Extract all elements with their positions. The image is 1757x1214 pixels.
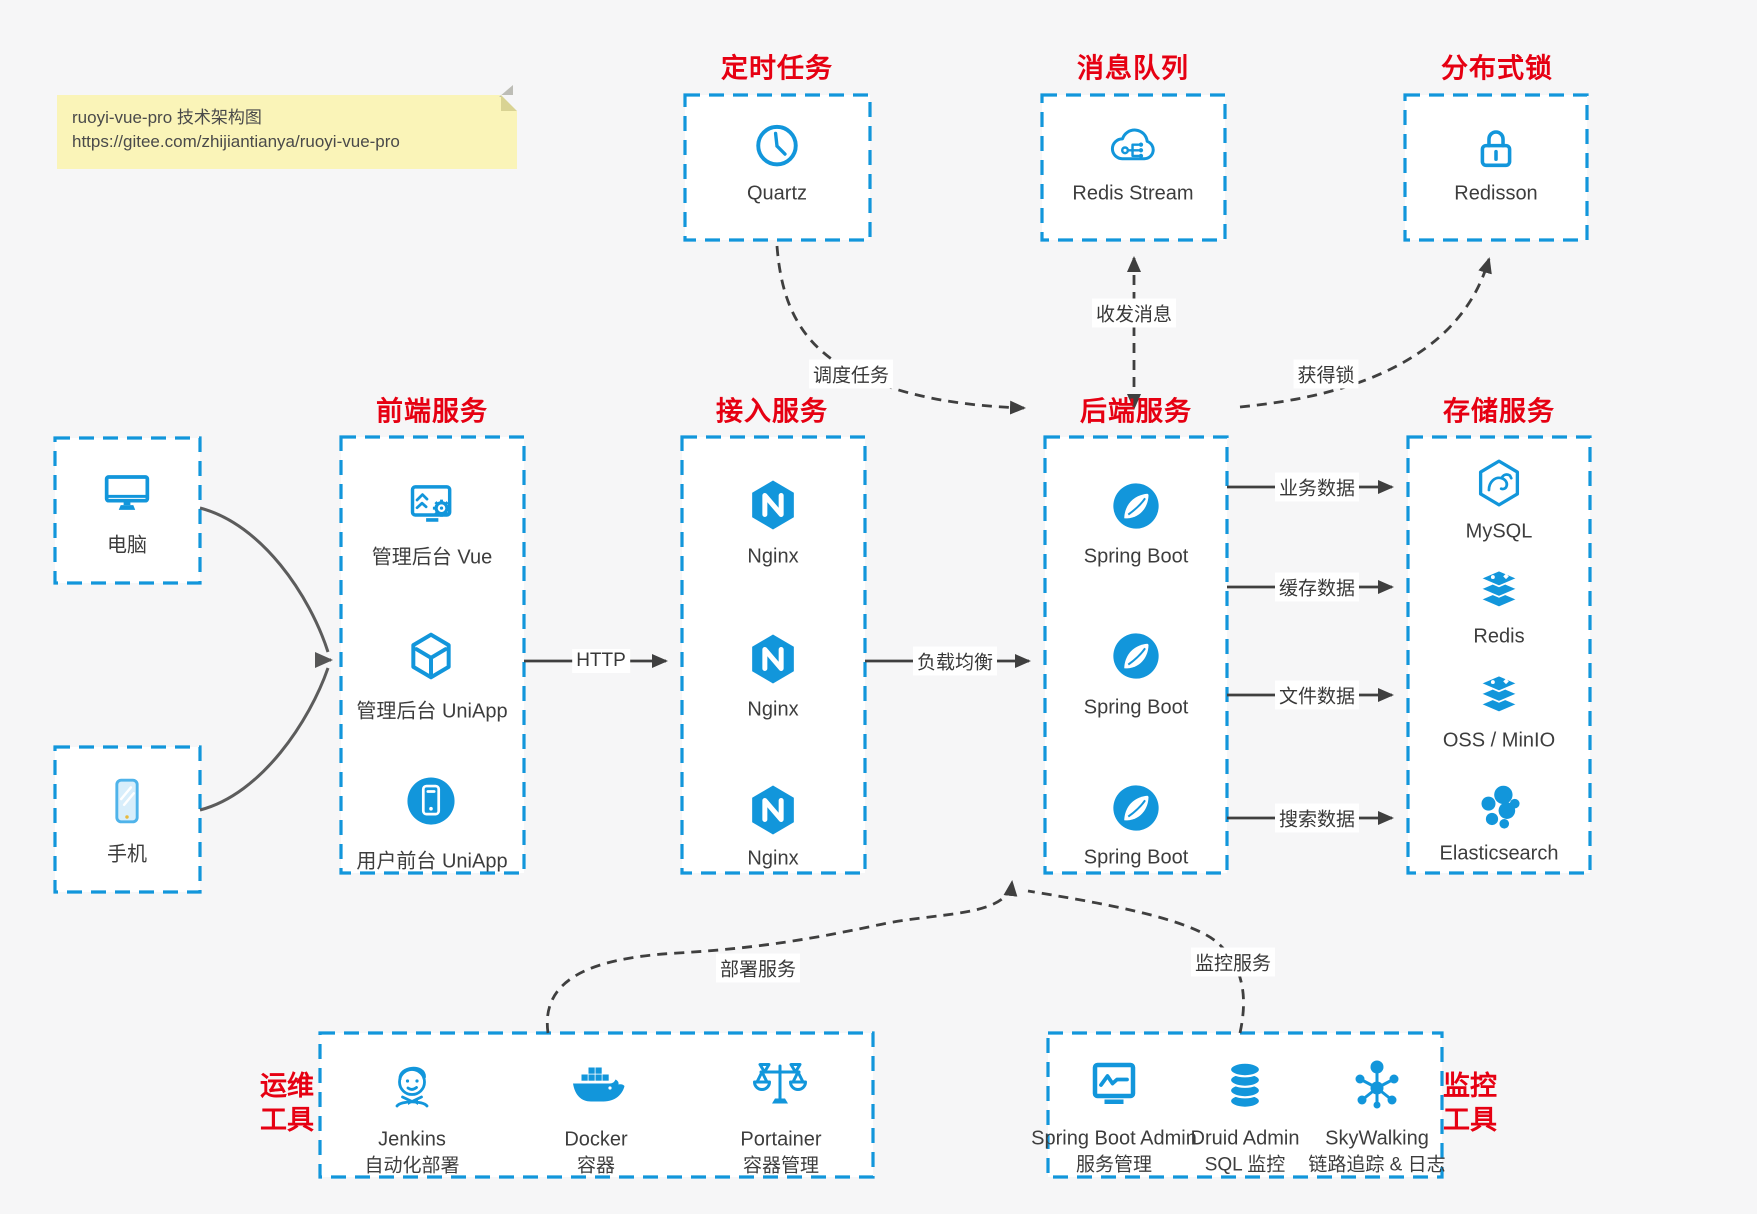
edge-dispatch-task bbox=[775, 245, 1026, 415]
node-elasticsearch-label: Elasticsearch bbox=[1439, 842, 1559, 865]
node-quartz-label: Quartz bbox=[746, 182, 808, 205]
node-springboot2-label: Spring Boot bbox=[1083, 696, 1189, 719]
node-sba-label: Spring Boot Admin bbox=[1031, 1127, 1197, 1150]
node-portainer-label: Portainer bbox=[740, 1128, 822, 1151]
edge-label-acquire-lock: 获得锁 bbox=[1293, 359, 1359, 389]
title-frontend: 前端服务 bbox=[376, 396, 488, 427]
edge-label-cache-data: 缓存数据 bbox=[1274, 572, 1360, 602]
jenkins-icon bbox=[380, 1053, 444, 1117]
node-mysql-label: MySQL bbox=[1465, 520, 1533, 543]
edge-label-http: HTTP bbox=[572, 649, 630, 673]
node-skywalking-sublabel: 链路追踪 & 日志 bbox=[1308, 1154, 1446, 1176]
edge-label-send-receive: 收发消息 bbox=[1091, 298, 1177, 328]
node-redis-label: Redis bbox=[1473, 625, 1525, 648]
edge-label-search-data: 搜索数据 bbox=[1274, 803, 1360, 833]
uniapp-cube-icon bbox=[402, 627, 460, 685]
node-skywalking-label: SkyWalking bbox=[1325, 1127, 1429, 1150]
edge-acquire-lock bbox=[1239, 257, 1492, 409]
title-storage: 存储服务 bbox=[1443, 396, 1555, 427]
nginx-icon bbox=[744, 630, 802, 688]
desktop-icon bbox=[96, 461, 158, 523]
node-oss-minio-label: OSS / MinIO bbox=[1442, 729, 1556, 752]
user-app-icon bbox=[402, 772, 460, 830]
nginx-icon bbox=[744, 476, 802, 534]
edge-deploy-service bbox=[545, 880, 1018, 1034]
title-gateway: 接入服务 bbox=[716, 396, 828, 427]
edge-label-load-balance: 负载均衡 bbox=[912, 646, 998, 676]
elasticsearch-icon bbox=[1471, 780, 1527, 836]
smartphone-icon bbox=[96, 770, 158, 832]
node-redisson-label: Redisson bbox=[1454, 182, 1538, 205]
panel-pc-client bbox=[53, 436, 202, 585]
node-sba-sublabel: 服务管理 bbox=[1075, 1154, 1153, 1176]
note-title: ruoyi-vue-pro 技术架构图 bbox=[72, 108, 262, 127]
node-jenkins-sublabel: 自动化部署 bbox=[364, 1155, 460, 1177]
druid-icon bbox=[1213, 1053, 1277, 1117]
cloud-mq-icon bbox=[1103, 117, 1163, 177]
node-druid-label: Druid Admin bbox=[1190, 1127, 1300, 1150]
title-monitor-tools: 监控 工具 bbox=[1443, 1071, 1497, 1135]
title-scheduler: 定时任务 bbox=[721, 53, 833, 84]
node-springboot1-label: Spring Boot bbox=[1083, 545, 1189, 568]
portainer-icon bbox=[748, 1053, 812, 1117]
mysql-icon bbox=[1471, 455, 1527, 511]
title-backend: 后端服务 bbox=[1080, 396, 1192, 427]
docker-icon bbox=[564, 1053, 628, 1117]
node-nginx3-label: Nginx bbox=[747, 847, 799, 870]
edge-pc-to-frontend bbox=[199, 506, 330, 653]
node-admin-vue-label: 管理后台 Vue bbox=[371, 546, 493, 569]
skywalking-icon bbox=[1345, 1053, 1409, 1117]
admin-vue-icon bbox=[403, 476, 461, 534]
panel-scheduler bbox=[683, 93, 872, 242]
spring-boot-icon bbox=[1107, 477, 1165, 535]
panel-message-queue bbox=[1040, 93, 1227, 242]
spring-boot-icon bbox=[1107, 627, 1165, 685]
title-distributed-lock: 分布式锁 bbox=[1441, 53, 1553, 84]
panel-ops-tools bbox=[318, 1031, 875, 1179]
edge-monitor-service bbox=[1027, 889, 1245, 1034]
clock-icon bbox=[747, 117, 807, 177]
node-user-uniapp-label: 用户前台 UniApp bbox=[356, 850, 508, 873]
edge-mobile-to-frontend bbox=[199, 667, 330, 812]
lock-icon bbox=[1466, 117, 1526, 177]
title-ops-tools: 运维 工具 bbox=[260, 1071, 314, 1135]
node-jenkins-label: Jenkins bbox=[378, 1128, 446, 1151]
edge-label-dispatch-task: 调度任务 bbox=[808, 359, 894, 389]
nginx-icon bbox=[744, 781, 802, 839]
note-fold-icon bbox=[499, 85, 513, 97]
node-docker-label: Docker bbox=[564, 1128, 628, 1151]
node-nginx2-label: Nginx bbox=[747, 698, 799, 721]
node-mobile-label: 手机 bbox=[107, 843, 147, 866]
note-url: https://gitee.com/zhijiantianya/ruoyi-vu… bbox=[72, 132, 400, 151]
sticky-note: ruoyi-vue-pro 技术架构图 https://gitee.com/zh… bbox=[57, 85, 517, 169]
edge-label-monitor-service: 监控服务 bbox=[1190, 947, 1276, 977]
note-fold-corner bbox=[501, 95, 517, 111]
spring-boot-admin-icon bbox=[1082, 1053, 1146, 1117]
node-portainer-sublabel: 容器管理 bbox=[742, 1155, 820, 1177]
redis-icon bbox=[1471, 560, 1527, 616]
title-message-queue: 消息队列 bbox=[1077, 53, 1189, 84]
node-admin-uniapp-label: 管理后台 UniApp bbox=[356, 700, 508, 723]
node-redis-stream-label: Redis Stream bbox=[1072, 182, 1194, 205]
redis-icon bbox=[1471, 665, 1527, 721]
node-docker-sublabel: 容器 bbox=[576, 1155, 616, 1177]
edge-label-deploy-service: 部署服务 bbox=[715, 953, 801, 983]
node-druid-sublabel: SQL 监控 bbox=[1204, 1154, 1286, 1176]
node-nginx1-label: Nginx bbox=[747, 545, 799, 568]
node-pc-label: 电脑 bbox=[107, 534, 147, 557]
spring-boot-icon bbox=[1107, 779, 1165, 837]
panel-distributed-lock bbox=[1403, 93, 1589, 242]
node-springboot3-label: Spring Boot bbox=[1083, 846, 1189, 869]
edge-label-business-data: 业务数据 bbox=[1274, 472, 1360, 502]
edge-label-file-data: 文件数据 bbox=[1274, 680, 1360, 710]
